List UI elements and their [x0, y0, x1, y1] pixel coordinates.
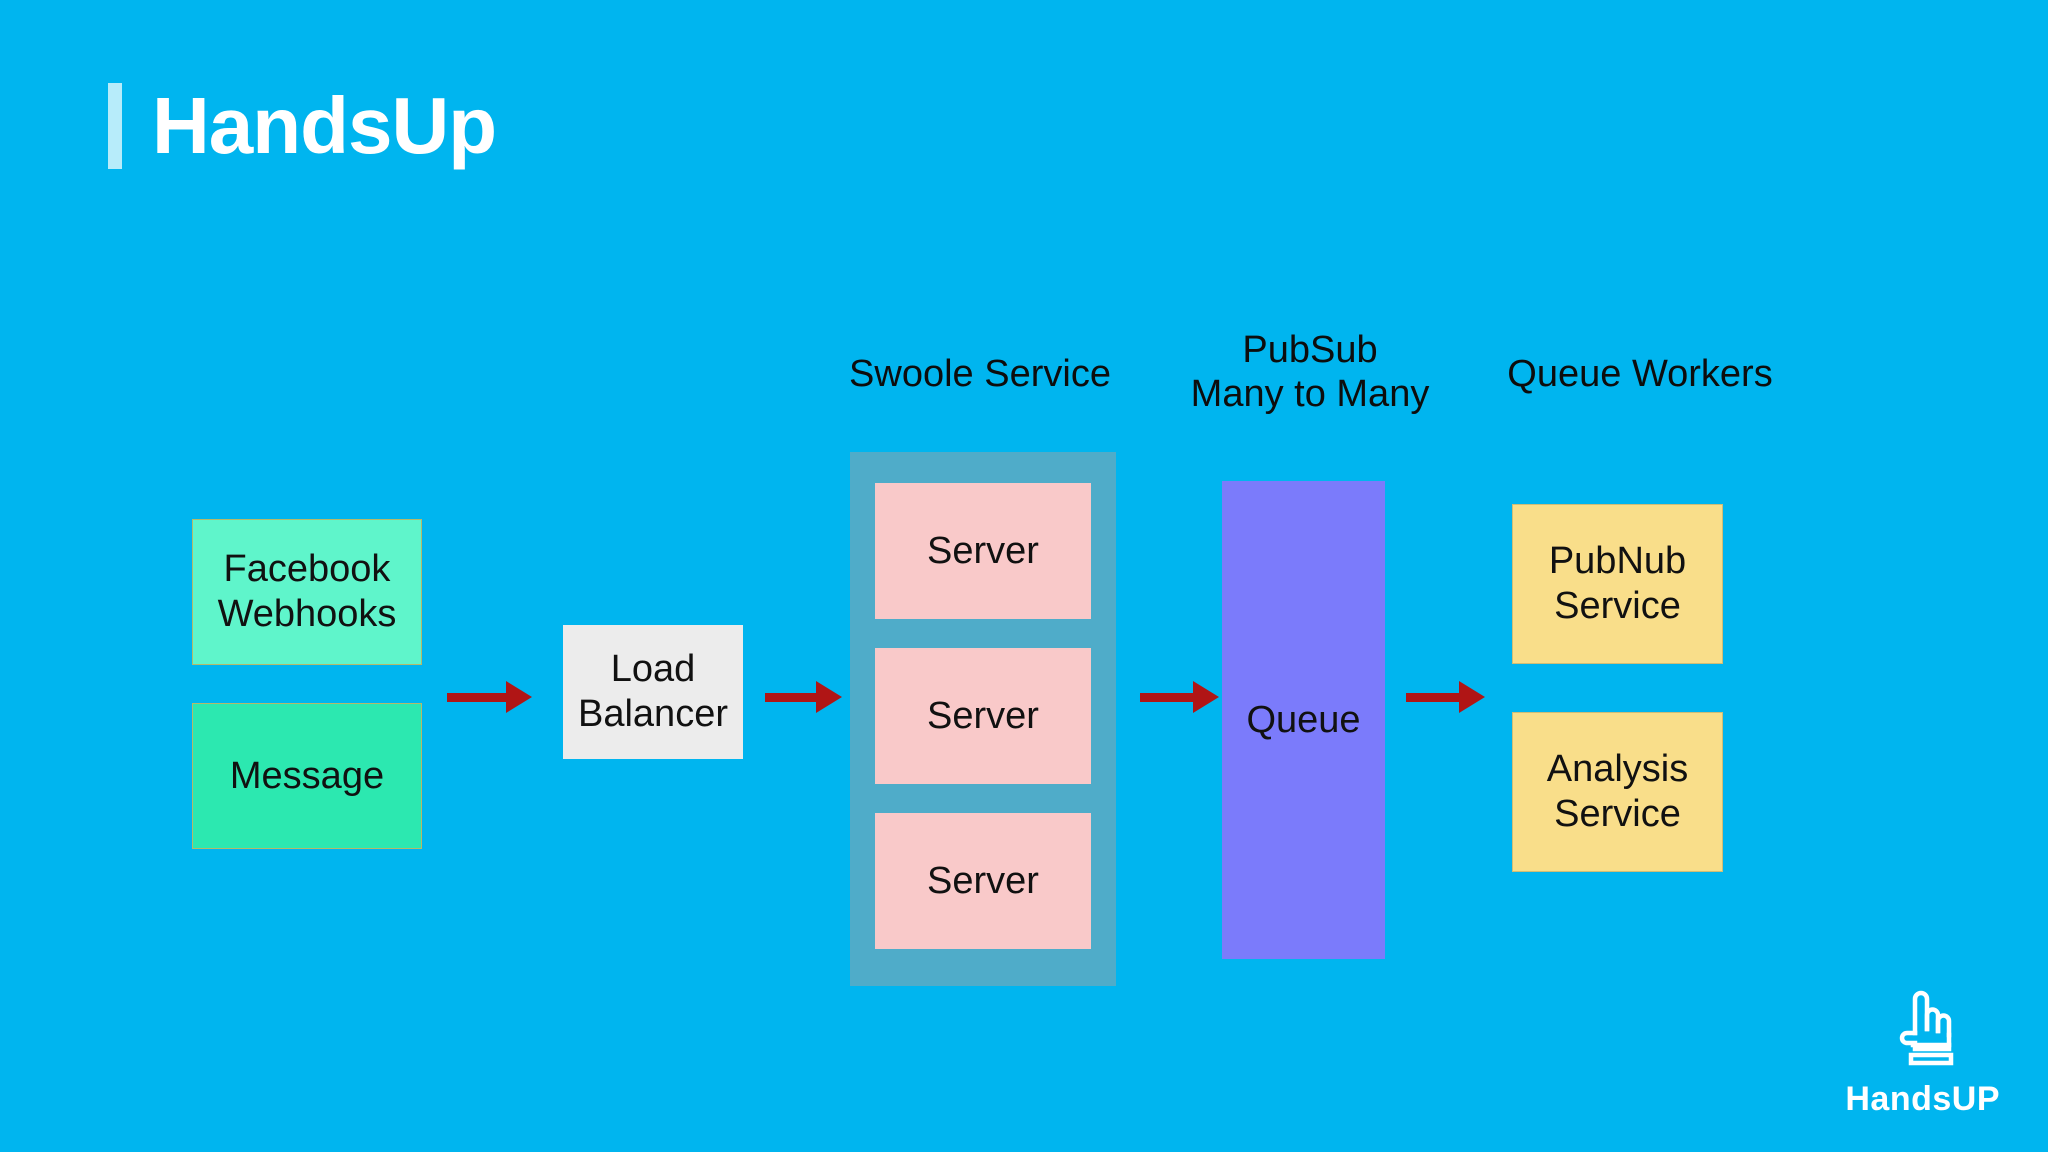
- node-pubnub-service[interactable]: PubNub Service: [1512, 504, 1723, 664]
- node-server[interactable]: Server: [875, 648, 1091, 784]
- arrow-shaft: [1406, 692, 1460, 702]
- arrow-swoole-to-queue: [1140, 681, 1219, 713]
- arrow-load-balancer-to-swoole: [765, 681, 842, 713]
- title-accent-bar: [108, 83, 122, 169]
- group-swoole-service: Server Server Server: [850, 452, 1116, 986]
- brand-logo: HandsUP: [1845, 989, 2000, 1116]
- node-queue[interactable]: Queue: [1222, 481, 1385, 959]
- group-label-pubsub: PubSub Many to Many: [1190, 329, 1430, 416]
- arrow-head-icon: [506, 681, 532, 713]
- node-server[interactable]: Server: [875, 813, 1091, 949]
- node-facebook-webhooks[interactable]: Facebook Webhooks: [192, 519, 422, 665]
- page-title: HandsUp: [152, 81, 497, 170]
- arrow-head-icon: [1459, 681, 1485, 713]
- arrow-shaft: [447, 692, 507, 702]
- node-analysis-service[interactable]: Analysis Service: [1512, 712, 1723, 872]
- logo-wordmark: HandsUP: [1845, 1080, 2000, 1118]
- group-label-swoole-service: Swoole Service: [849, 353, 1111, 395]
- node-load-balancer[interactable]: Load Balancer: [563, 625, 743, 759]
- arrow-shaft: [1140, 692, 1194, 702]
- arrow-head-icon: [1193, 681, 1219, 713]
- group-label-queue-workers: Queue Workers: [1507, 353, 1773, 395]
- node-server[interactable]: Server: [875, 483, 1091, 619]
- arrow-head-icon: [816, 681, 842, 713]
- pointing-hand-icon: [1885, 989, 1961, 1076]
- arrow-shaft: [765, 692, 817, 702]
- arrow-sources-to-load-balancer: [447, 681, 532, 713]
- slide-title-block: HandsUp: [108, 78, 497, 174]
- node-message[interactable]: Message: [192, 703, 422, 849]
- arrow-queue-to-workers: [1406, 681, 1485, 713]
